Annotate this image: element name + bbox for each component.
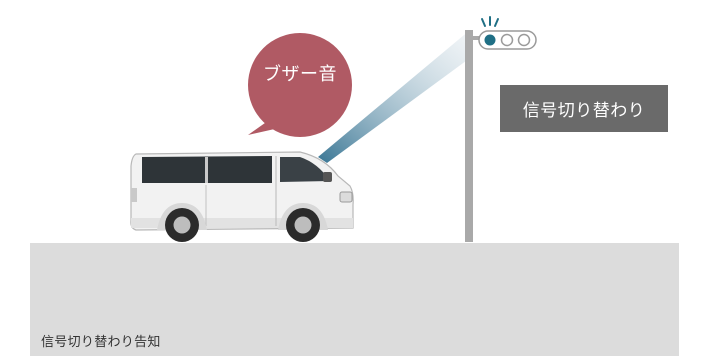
signal-beam <box>318 30 470 163</box>
traffic-signal-icon <box>478 16 537 50</box>
signal-arm <box>470 36 482 40</box>
buzzer-speech-bubble <box>248 33 352 137</box>
signal-light-active <box>484 34 496 46</box>
diagram-caption: 信号切り替わり告知 <box>41 335 161 350</box>
signal-light <box>517 33 531 47</box>
signal-pole <box>465 30 473 242</box>
ground-panel <box>30 243 679 356</box>
van-illustration <box>130 151 354 242</box>
signal-change-label: 信号切り替わり <box>500 85 668 132</box>
signal-light <box>500 33 514 47</box>
buzzer-sound-label: ブザー音 <box>263 64 337 85</box>
